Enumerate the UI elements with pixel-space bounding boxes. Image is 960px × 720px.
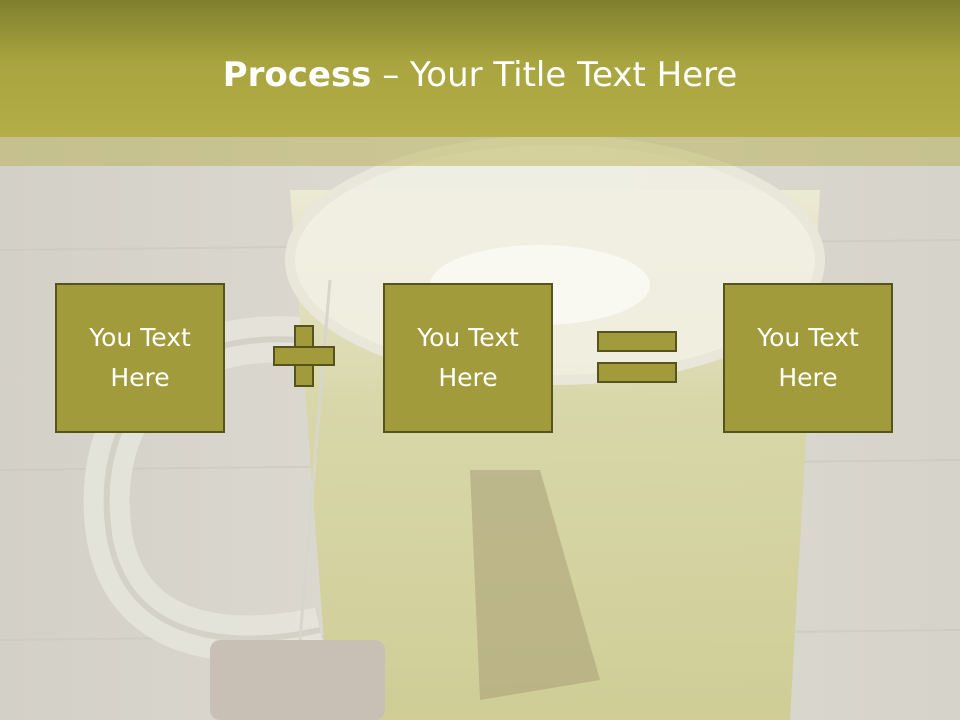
slide-title-bold: Process: [222, 55, 372, 95]
slide-title: Process – Your Title Text Here: [0, 50, 960, 100]
plus-icon: [273, 325, 335, 387]
equals-icon: [597, 331, 677, 383]
process-box-3: You Text Here: [723, 283, 893, 433]
process-box-1: You Text Here: [55, 283, 225, 433]
process-box-2: You Text Here: [383, 283, 553, 433]
title-bar: [0, 0, 960, 137]
slide-title-rest: – Your Title Text Here: [371, 55, 738, 95]
title-bar-band: [0, 137, 960, 166]
